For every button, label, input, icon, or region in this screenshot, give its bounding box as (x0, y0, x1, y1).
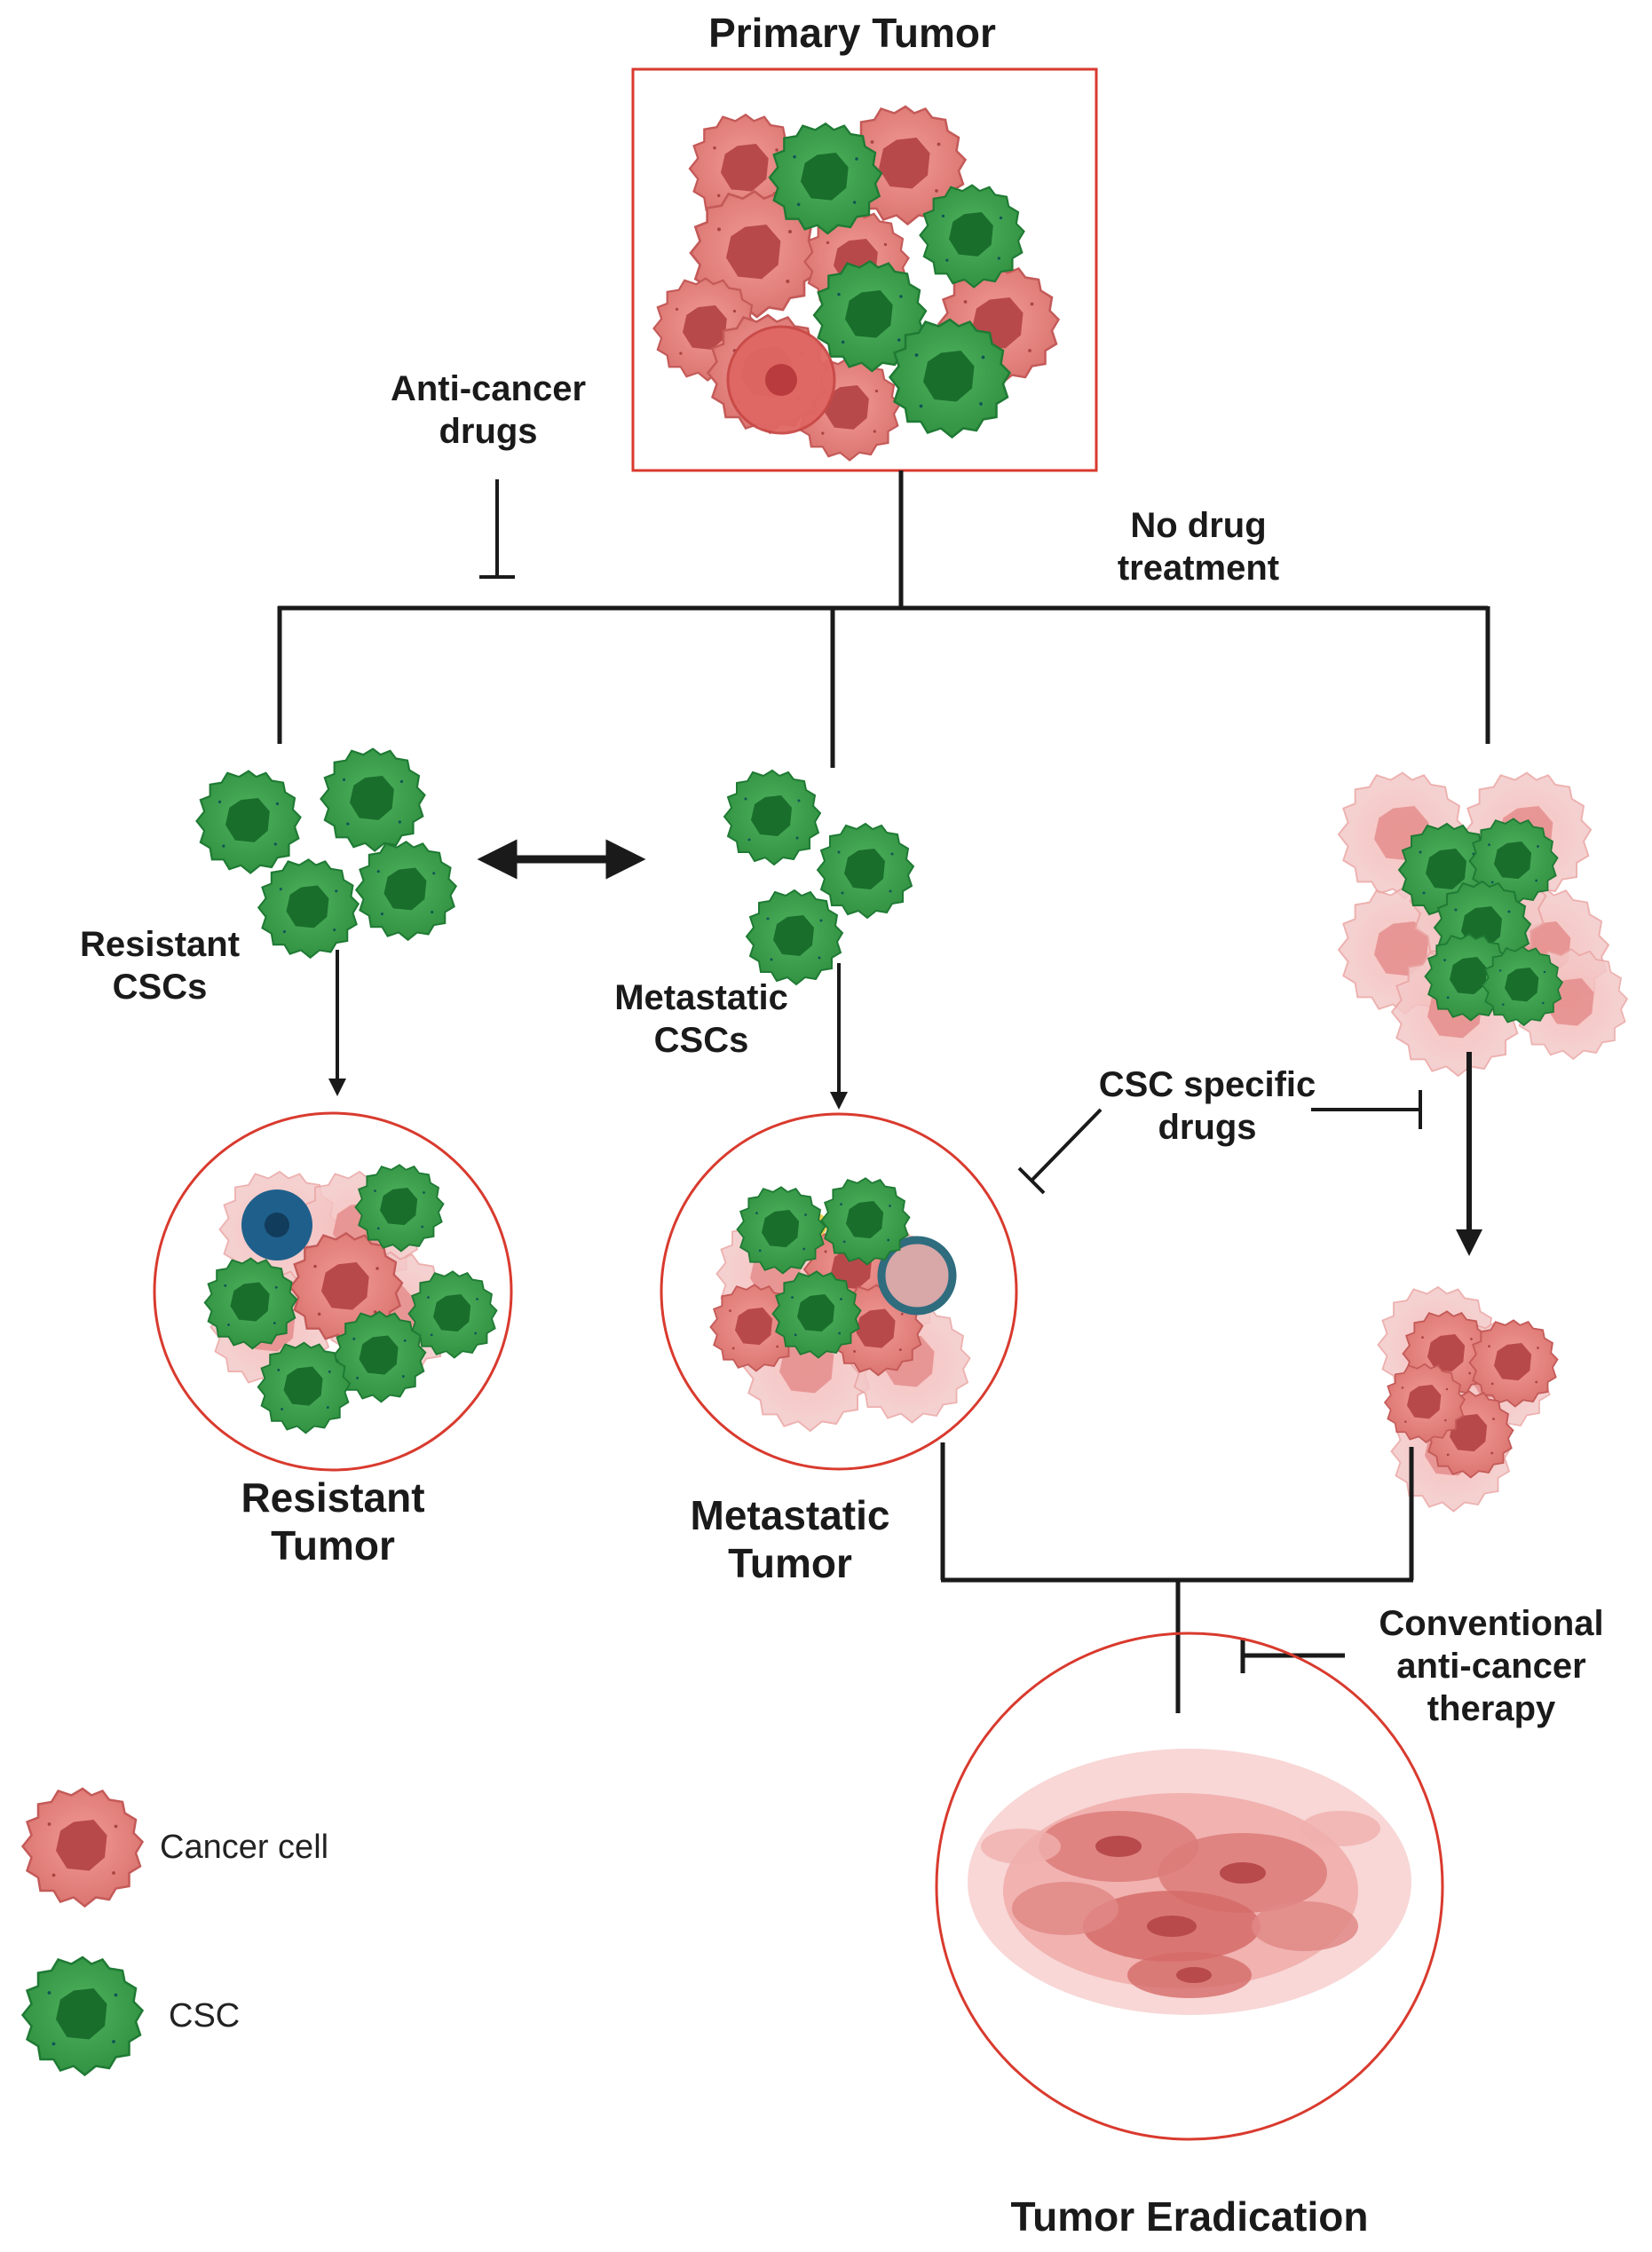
metastatic-tumor-line1: Metastatic (690, 1492, 890, 1538)
resistant-tumor-circle (153, 1111, 513, 1472)
csc-specific-drugs-label: CSC specific drugs (1074, 1063, 1340, 1149)
primary-tumor-label: Primary Tumor (708, 10, 996, 56)
no-drug-line1: No drug (1130, 506, 1267, 545)
resistant-tumor-line2: Tumor (271, 1522, 395, 1568)
csc-drugs-inhibitors (1017, 1090, 1422, 1195)
metastatic-cscs-line2: CSCs (653, 1021, 749, 1060)
csc-drugs-line1: CSC specific (1098, 1065, 1316, 1104)
conventional-line3: therapy (1427, 1689, 1556, 1728)
anti-cancer-drugs-inhibitor (479, 479, 515, 579)
metastatic-cscs-cluster (723, 770, 914, 985)
tumor-eradication-label: Tumor Eradication (1010, 2193, 1369, 2240)
metastatic-tumor-circle (660, 1112, 1018, 1471)
untreated-tumor-cluster (1338, 771, 1628, 1077)
conventional-therapy-label: Conventional anti-cancer therapy (1358, 1602, 1624, 1730)
anti-cancer-drugs-label: Anti-cancer drugs (355, 367, 621, 453)
primary-tumor-box (631, 67, 1098, 472)
metastatic-tumor-line2: Tumor (728, 1540, 852, 1586)
metastatic-cscs-label: Metastatic CSCs (568, 976, 834, 1062)
anti-cancer-drugs-line2: drugs (439, 412, 538, 451)
resistant-tumor-label: Resistant Tumor (200, 1474, 466, 1569)
legend-csc-icon (21, 1956, 144, 2076)
legend-cancer-cell-label: Cancer cell (160, 1829, 329, 1866)
resistant-cscs-label: Resistant CSCs (53, 923, 266, 1008)
reduced-tumor-cells (1377, 1286, 1559, 1513)
down-arrows (328, 950, 1482, 1256)
resistant-cscs-line1: Resistant (79, 925, 241, 964)
no-drug-line2: treatment (1117, 549, 1280, 588)
anti-cancer-drugs-line1: Anti-cancer (390, 369, 587, 408)
legend-csc-label: CSC (169, 1997, 241, 2035)
resistant-tumor-line1: Resistant (241, 1474, 425, 1521)
metastatic-tumor-label: Metastatic Tumor (657, 1491, 923, 1587)
bottom-connector-lines (940, 1442, 1414, 1713)
metastatic-cscs-line1: Metastatic (614, 978, 788, 1017)
metastatic-tumor-cells (709, 1177, 971, 1432)
no-drug-treatment-label: No drug treatment (1065, 504, 1332, 589)
top-connector-lines (277, 470, 1490, 768)
conventional-line2: anti-cancer (1396, 1647, 1586, 1686)
conventional-line1: Conventional (1379, 1604, 1604, 1643)
csc-drugs-line2: drugs (1158, 1108, 1257, 1147)
resistant-cscs-line2: CSCs (112, 968, 208, 1007)
legend-cancer-cell-icon (21, 1787, 144, 1908)
resistant-tumor-cells (203, 1164, 498, 1434)
eradication-circle (935, 1632, 1444, 2141)
eradication-debris (968, 1749, 1411, 2015)
primary-tumor-cells (652, 105, 1060, 462)
